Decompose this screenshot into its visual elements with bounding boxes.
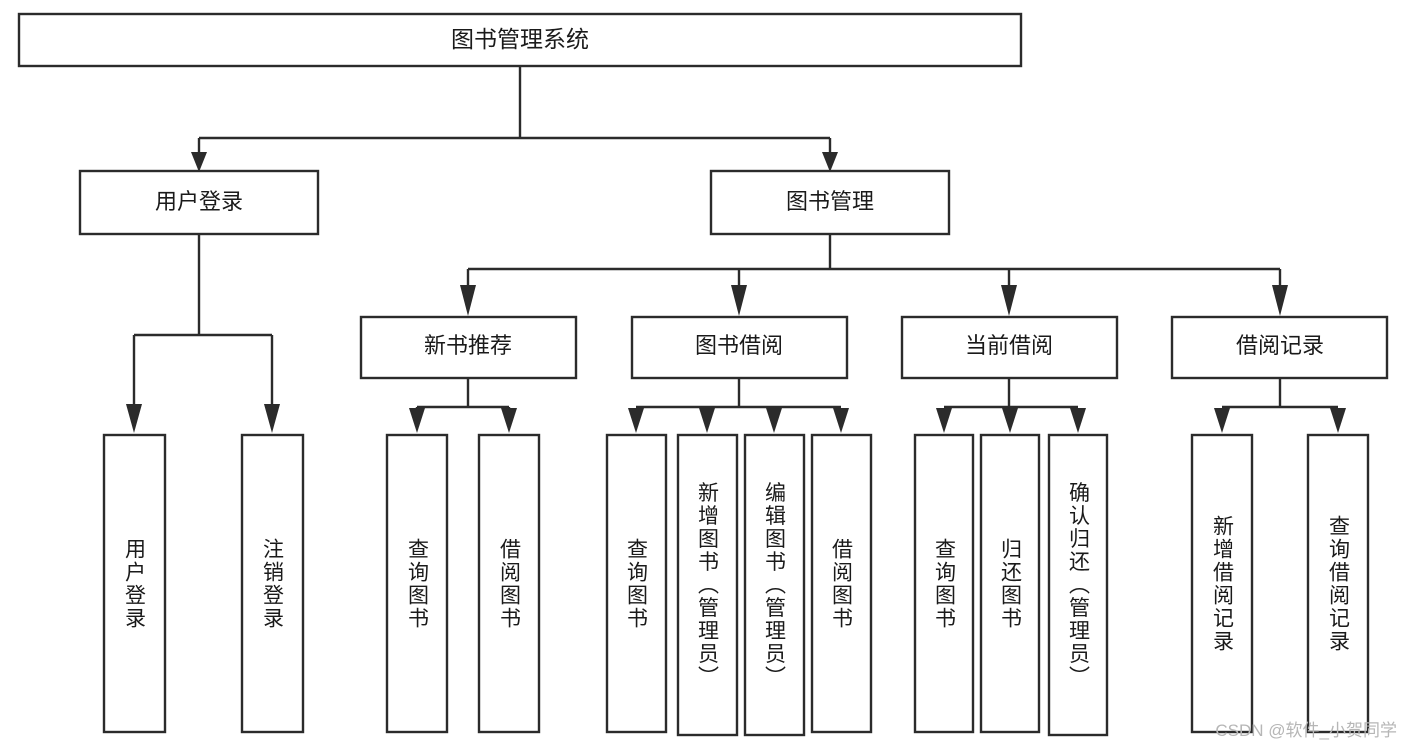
- leaf-node[interactable]: 借阅图书: [477, 433, 541, 734]
- watermark-label: CSDN @软件_小贺同学: [1215, 721, 1397, 740]
- arrow-head-leaf-bookborrow-0: [628, 408, 644, 433]
- leaf-user-login-1-box[interactable]: [240, 433, 305, 734]
- arrow-head-leaf-currentborrow-1: [1002, 408, 1018, 433]
- node-new-book-recommend-label: 新书推荐: [424, 333, 512, 358]
- arrow-head-leaf-user-login-1: [264, 404, 280, 433]
- node-book-management-box[interactable]: [709, 169, 951, 236]
- arrow-head-userlogin: [191, 152, 207, 172]
- leaf-borrow-record-1-label: 查询借阅记录: [1327, 515, 1351, 653]
- node-root-box[interactable]: [17, 12, 1023, 68]
- node-book-borrow-label: 图书借阅: [695, 333, 783, 358]
- leaf-user-login-0-box[interactable]: [102, 433, 167, 734]
- leaf-node[interactable]: 查询图书: [913, 433, 975, 734]
- leaf-node[interactable]: 编辑图书（管理员）: [743, 433, 806, 737]
- node-root[interactable]: 图书管理系统: [17, 12, 1023, 68]
- arrow-head-leaf-borrowrecord-0: [1214, 408, 1230, 433]
- leaf-current-borrow-1-box[interactable]: [979, 433, 1041, 734]
- leaf-book-borrow-1-label: 新增图书（管理员）: [696, 482, 720, 689]
- leaf-user-login-0-label: 用户登录: [123, 538, 147, 630]
- leaf-book-borrow-2-box[interactable]: [743, 433, 806, 737]
- arrow-head-bookmgmt: [822, 152, 838, 172]
- leaf-book-borrow-1-box[interactable]: [676, 433, 739, 737]
- leaf-node[interactable]: 查询图书: [385, 433, 449, 734]
- node-book-management[interactable]: 图书管理: [709, 169, 951, 236]
- node-user-login-label: 用户登录: [155, 189, 243, 214]
- leaf-new-book-0-label: 查询图书: [406, 538, 430, 630]
- node-book-borrow-box[interactable]: [630, 315, 849, 380]
- arrow-head-leaf-newbook-1: [501, 408, 517, 433]
- leaf-current-borrow-0-box[interactable]: [913, 433, 975, 734]
- leaf-node[interactable]: 查询借阅记录: [1306, 433, 1370, 734]
- leaf-new-book-1-box[interactable]: [477, 433, 541, 734]
- arrow-head-leaf-user-login-0: [126, 404, 142, 433]
- node-current-borrow-label: 当前借阅: [965, 333, 1053, 358]
- node-borrow-record-box[interactable]: [1170, 315, 1389, 380]
- connector-group-book-mgmt: [460, 234, 1288, 316]
- arrow-head-leaf-currentborrow-2: [1070, 408, 1086, 433]
- leaf-book-borrow-2-label: 编辑图书（管理员）: [763, 482, 787, 689]
- leaf-book-borrow-3-label: 借阅图书: [830, 538, 854, 630]
- leaf-current-borrow-2-label: 确认归还（管理员）: [1067, 482, 1091, 689]
- node-user-login-box[interactable]: [78, 169, 320, 236]
- leaf-node[interactable]: 注销登录: [240, 433, 305, 734]
- node-current-borrow-box[interactable]: [900, 315, 1119, 380]
- leaf-node[interactable]: 用户登录: [102, 433, 167, 734]
- leaf-book-borrow-0-label: 查询图书: [625, 538, 649, 630]
- leaf-borrow-record-1-box[interactable]: [1306, 433, 1370, 734]
- node-new-book-recommend[interactable]: 新书推荐: [359, 315, 578, 380]
- node-borrow-record-label: 借阅记录: [1236, 333, 1324, 358]
- connector-group-root: [191, 66, 838, 172]
- connector-group-book-borrow: [628, 378, 849, 433]
- leaf-current-borrow-0-label: 查询图书: [933, 538, 957, 630]
- arrow-head-leaf-bookborrow-1: [699, 408, 715, 433]
- leaf-book-borrow-3-box[interactable]: [810, 433, 873, 734]
- leaf-node[interactable]: 新增图书（管理员）: [676, 433, 739, 737]
- connector-group-current-borrow: [936, 378, 1086, 433]
- node-root-label: 图书管理系统: [451, 26, 589, 52]
- arrow-head-leaf-bookborrow-3: [833, 408, 849, 433]
- leaf-borrow-record-0-label: 新增借阅记录: [1211, 515, 1235, 653]
- connector-group-new-book: [409, 378, 517, 433]
- node-borrow-record[interactable]: 借阅记录: [1170, 315, 1389, 380]
- leaf-current-borrow-1-label: 归还图书: [999, 538, 1023, 630]
- leaf-new-book-0-box[interactable]: [385, 433, 449, 734]
- leaf-current-borrow-2-box[interactable]: [1047, 433, 1109, 737]
- leaf-node[interactable]: 归还图书: [979, 433, 1041, 734]
- leaf-node[interactable]: 查询图书: [605, 433, 668, 734]
- node-book-borrow[interactable]: 图书借阅: [630, 315, 849, 380]
- arrow-head-leaf-bookborrow-2: [766, 408, 782, 433]
- connector-group-user-login: [126, 234, 280, 433]
- arrow-head-leaf-newbook-0: [409, 408, 425, 433]
- arrow-head-level3-0: [460, 285, 476, 316]
- arrow-head-level3-3: [1272, 285, 1288, 316]
- leaf-node[interactable]: 新增借阅记录: [1190, 433, 1254, 734]
- leaf-node[interactable]: 借阅图书: [810, 433, 873, 734]
- arrow-head-level3-2: [1001, 285, 1017, 316]
- arrow-head-leaf-currentborrow-0: [936, 408, 952, 433]
- node-current-borrow[interactable]: 当前借阅: [900, 315, 1119, 380]
- arrow-head-level3-1: [731, 285, 747, 316]
- arrow-head-leaf-borrowrecord-1: [1330, 408, 1346, 433]
- leaf-node[interactable]: 确认归还（管理员）: [1047, 433, 1109, 737]
- node-book-management-label: 图书管理: [786, 189, 874, 214]
- connector-group-borrow-record: [1214, 378, 1346, 433]
- leaf-user-login-1-label: 注销登录: [261, 538, 285, 630]
- leaf-borrow-record-0-box[interactable]: [1190, 433, 1254, 734]
- node-new-book-recommend-box[interactable]: [359, 315, 578, 380]
- leaf-book-borrow-0-box[interactable]: [605, 433, 668, 734]
- leaf-new-book-1-label: 借阅图书: [498, 538, 522, 630]
- node-user-login[interactable]: 用户登录: [78, 169, 320, 236]
